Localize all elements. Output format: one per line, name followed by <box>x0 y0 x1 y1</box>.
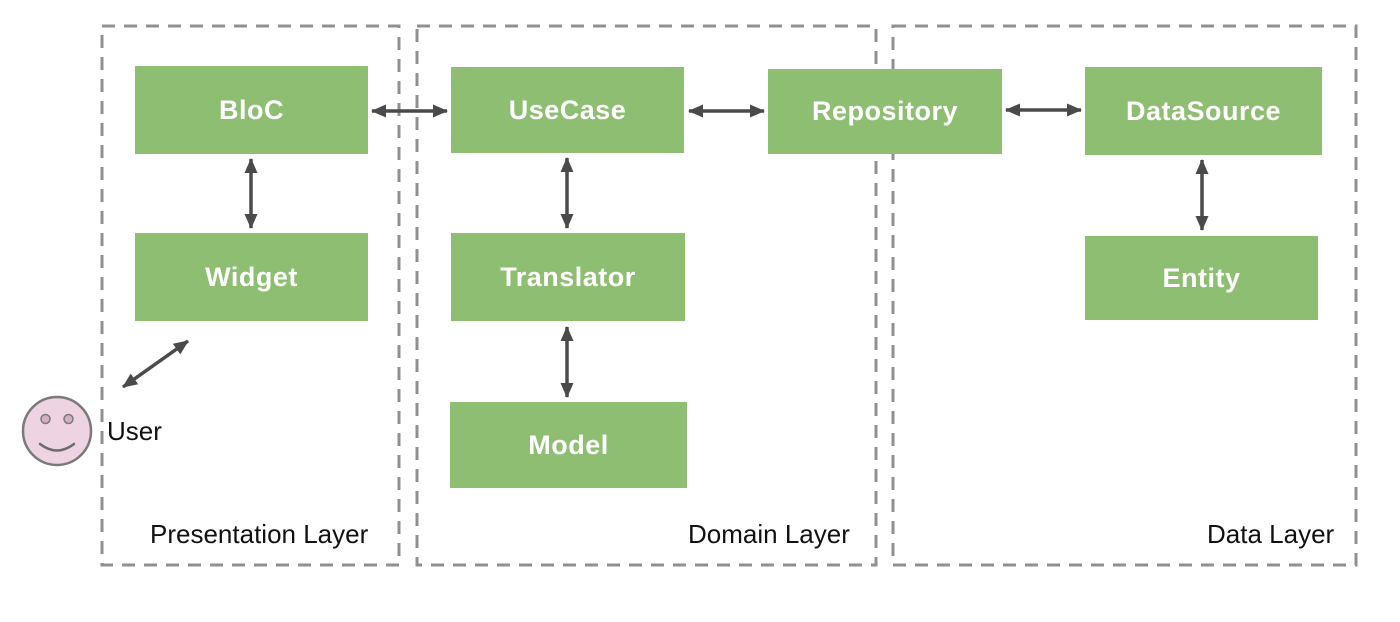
arrow-user-widget <box>121 339 190 389</box>
node-bloc: BloC <box>135 66 368 154</box>
presentation-layer-label: Presentation Layer <box>150 519 369 549</box>
data-layer-boundary <box>891 24 1358 567</box>
node-model: Model <box>450 402 687 488</box>
data-layer-label: Data Layer <box>1207 519 1335 549</box>
domain-layer-boundary <box>415 24 878 567</box>
node-widget: Widget <box>135 233 368 321</box>
smiley-face-icon <box>21 395 93 467</box>
node-repository: Repository <box>768 69 1002 154</box>
node-translator: Translator <box>451 233 685 321</box>
node-usecase: UseCase <box>451 67 684 153</box>
node-datasource: DataSource <box>1085 67 1322 155</box>
domain-layer-label: Domain Layer <box>688 519 850 549</box>
user-label: User <box>107 416 162 446</box>
node-entity: Entity <box>1085 236 1318 320</box>
